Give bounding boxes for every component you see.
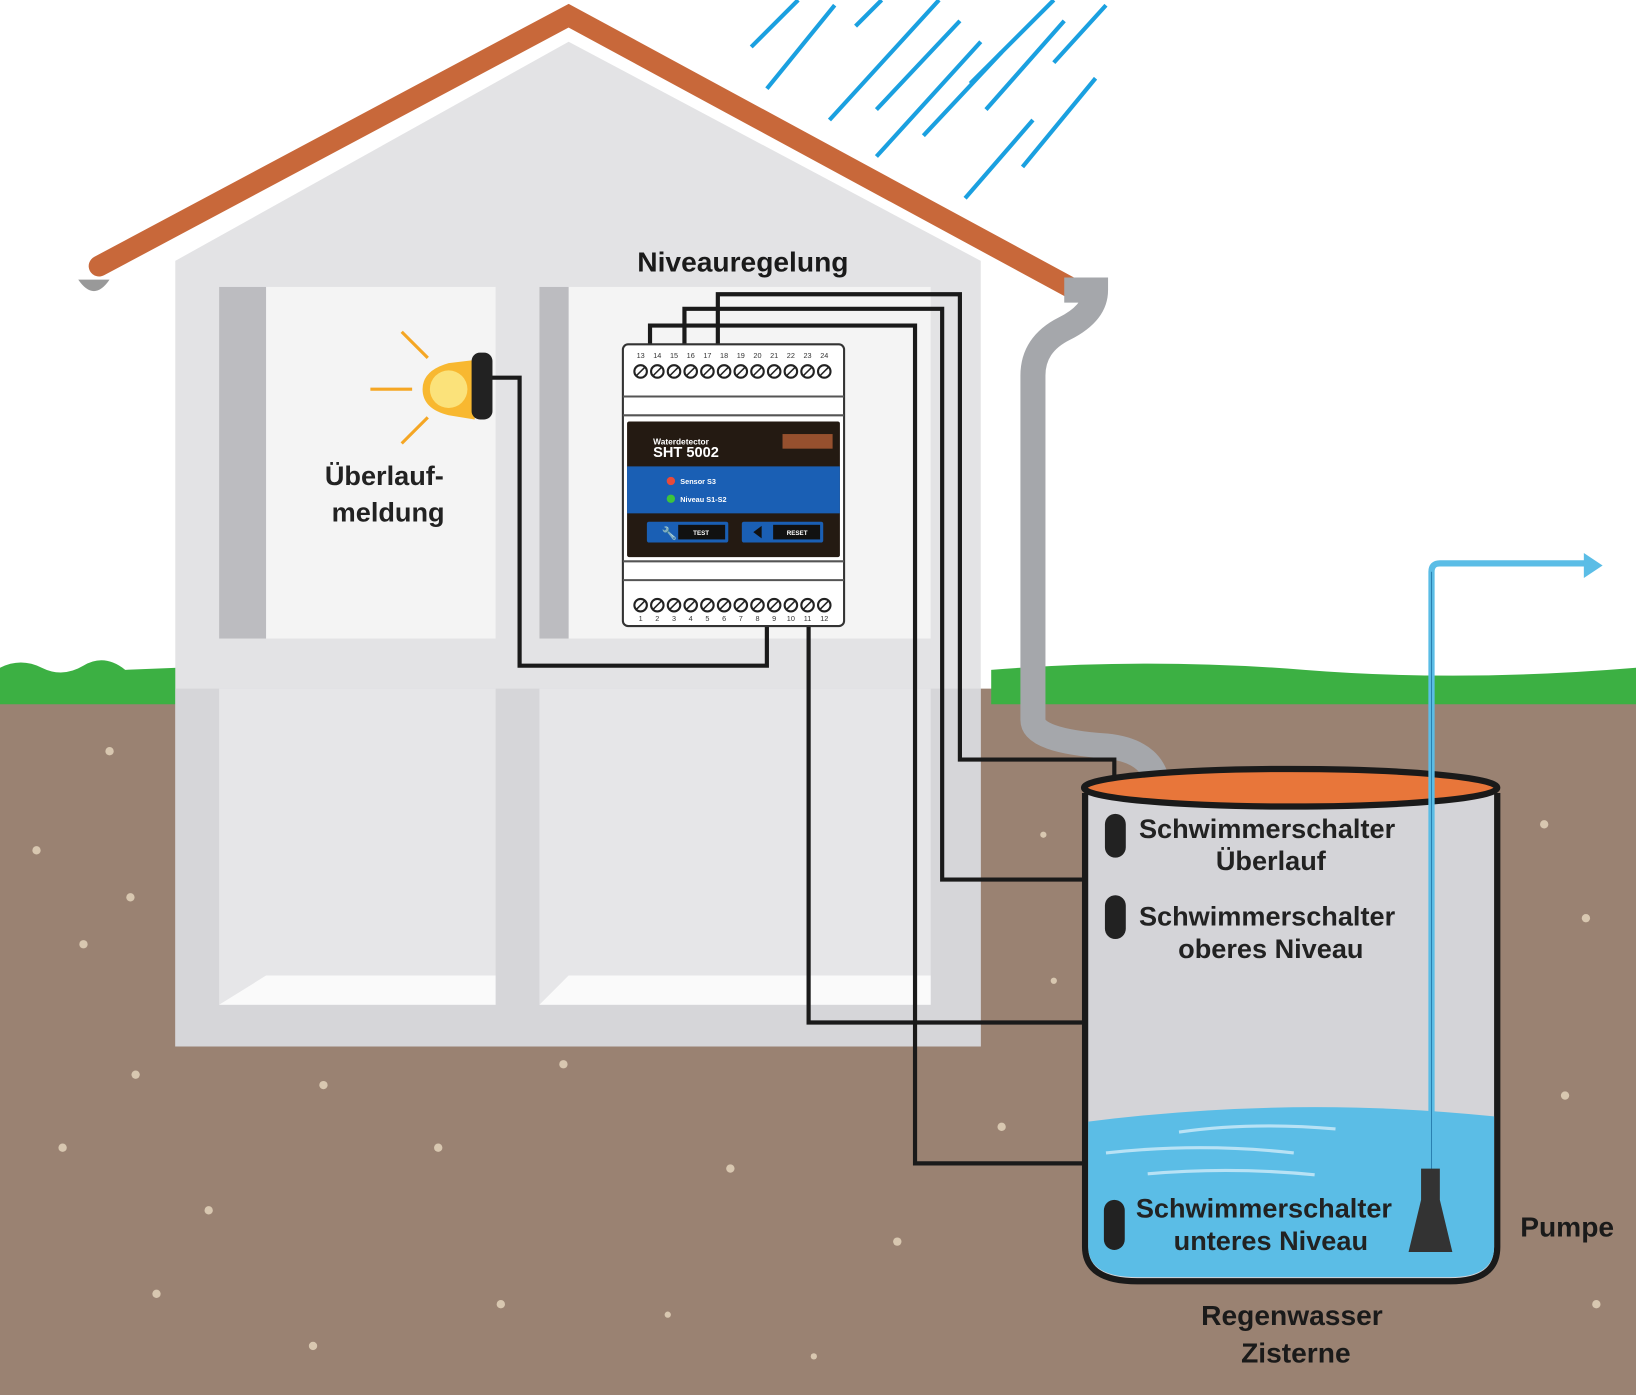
led2-label: Niveau S1-S2	[680, 495, 726, 504]
floor-right	[539, 975, 931, 1005]
float-switch-lower-icon	[1103, 1199, 1125, 1250]
terminal-number: 15	[670, 351, 678, 360]
cistern	[1080, 765, 1501, 1285]
alarm-label: Überlauf- meldung	[325, 460, 452, 528]
gutter-left	[78, 279, 110, 292]
led1-label: Sensor S3	[680, 477, 716, 486]
terminal-number: 11	[804, 614, 812, 623]
float-switch-overflow-icon	[1104, 813, 1126, 858]
terminal-number: 1	[639, 614, 643, 623]
terminal-number: 4	[689, 614, 693, 623]
float-upper-label: Schwimmerschalter oberes Niveau	[1139, 900, 1403, 963]
terminal-number: 6	[722, 614, 726, 623]
reset-arrow-icon	[753, 525, 762, 539]
terminal-number: 18	[720, 351, 728, 360]
terminal-number: 19	[737, 351, 745, 360]
downpipe	[1020, 277, 1171, 794]
reset-button-label: RESET	[787, 530, 808, 537]
cellar-left	[219, 688, 496, 1005]
pump-pipe	[1428, 560, 1586, 1174]
room-left-shade	[219, 286, 267, 639]
soil-pebbles	[32, 747, 1601, 1360]
terminal-number: 16	[687, 351, 695, 360]
rain	[749, 0, 1108, 200]
cellar-right	[539, 688, 931, 1005]
grass-left	[0, 660, 178, 705]
brand-logo	[782, 434, 833, 449]
device-subtitle: Waterdetector	[653, 436, 709, 446]
terminal-number: 3	[672, 614, 676, 623]
device-model: SHT 5002	[653, 445, 719, 461]
room-right-shade	[539, 286, 569, 639]
test-button-label: TEST	[693, 530, 709, 537]
controller-label: Niveauregelung	[637, 245, 848, 277]
float-lower-label: Schwimmerschalter unteres Niveau	[1136, 1193, 1400, 1256]
pump-icon	[1408, 1168, 1453, 1253]
float-switches	[1103, 813, 1126, 1250]
terminal-number: 24	[820, 351, 828, 360]
terminal-number: 9	[772, 614, 776, 623]
terminal-number: 12	[820, 614, 828, 623]
terminal-number: 20	[753, 351, 761, 360]
float-overflow-label: Schwimmerschalter Überlauf	[1139, 813, 1403, 876]
led-red	[666, 476, 676, 486]
float-switch-upper-icon	[1104, 895, 1126, 940]
alarm-beacon-icon	[370, 330, 493, 445]
terminal-number: 7	[739, 614, 743, 623]
water	[1088, 1107, 1495, 1278]
outflow-arrow-icon	[1583, 552, 1603, 579]
terminal-number: 21	[770, 351, 778, 360]
terminal-number: 23	[804, 351, 812, 360]
top-terminals: 13 14 15 16 17 18 19 20 21 22 23 24	[633, 351, 832, 379]
led-green	[666, 494, 676, 503]
terminal-number: 14	[653, 351, 661, 360]
cistern-label: Regenwasser Zisterne	[1201, 1299, 1390, 1369]
wrench-icon: 🔧	[661, 525, 677, 540]
grass-right	[991, 663, 1636, 705]
terminal-number: 22	[787, 351, 795, 360]
terminal-number: 2	[655, 614, 659, 623]
roof	[88, 3, 1080, 298]
terminal-number: 13	[637, 351, 645, 360]
terminal-number: 5	[705, 614, 709, 623]
terminal-number: 10	[787, 614, 795, 623]
floor-left	[219, 975, 496, 1005]
terminal-number: 8	[755, 614, 759, 623]
pump-label: Pumpe	[1520, 1210, 1614, 1242]
terminal-number: 17	[703, 351, 711, 360]
